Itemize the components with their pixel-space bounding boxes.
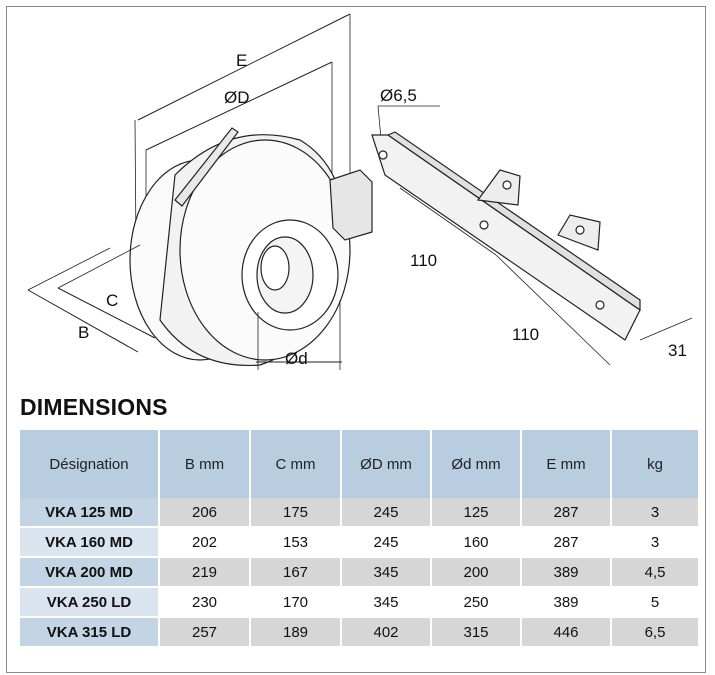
cell-b: 230 [158,587,251,618]
cell-kg: 3 [610,498,700,528]
cell-designation: VKA 250 LD [18,587,160,618]
cell-b: 219 [158,557,251,588]
cell-c: 167 [249,557,342,588]
fan-drawing [27,13,373,370]
cell-designation: VKA 160 MD [18,527,160,558]
cell-od-small: 200 [430,557,522,588]
col-header-kg: kg [610,428,700,498]
cell-e: 389 [520,557,612,588]
cell-designation: VKA 125 MD [18,498,160,528]
cell-b: 206 [158,498,251,528]
cell-designation: VKA 315 LD [18,617,160,648]
cell-c: 189 [249,617,342,648]
cell-od-small: 125 [430,498,522,528]
label-b: B [78,323,89,342]
cell-od-small: 315 [430,617,522,648]
table-row: VKA 250 LD 230 170 345 250 389 5 [18,587,700,618]
table-row: VKA 200 MD 219 167 345 200 389 4,5 [18,557,700,588]
cell-b: 257 [158,617,251,648]
col-header-od-big: ØD mm [340,428,432,498]
label-od-big: ØD [224,88,250,107]
cell-e: 446 [520,617,612,648]
col-header-designation: Désignation [18,428,160,498]
cell-od-big: 345 [340,587,432,618]
cell-e: 389 [520,587,612,618]
cell-kg: 3 [610,527,700,558]
cell-od-small: 250 [430,587,522,618]
cell-od-big: 245 [340,527,432,558]
cell-c: 175 [249,498,342,528]
label-e: E [236,51,247,70]
col-header-od-small: Ød mm [430,428,522,498]
cell-c: 153 [249,527,342,558]
label-hole: Ø6,5 [380,86,417,105]
col-header-c: C mm [249,428,342,498]
technical-drawing: E ØD C B Ød Ø6,5 110 110 31 [27,13,693,370]
cell-od-small: 160 [430,527,522,558]
col-header-e: E mm [520,428,612,498]
label-c: C [106,291,118,310]
cell-kg: 4,5 [610,557,700,588]
cell-b: 202 [158,527,251,558]
bracket-drawing [371,105,693,366]
table-row: VKA 160 MD 202 153 245 160 287 3 [18,527,700,558]
table-row: VKA 315 LD 257 189 402 315 446 6,5 [18,617,700,648]
label-width: 31 [668,341,687,360]
cell-kg: 6,5 [610,617,700,648]
dimensions-table: Désignation B mm C mm ØD mm Ød mm E mm k… [18,428,700,648]
cell-designation: VKA 200 MD [18,557,160,588]
cell-e: 287 [520,498,612,528]
label-od-small: Ød [285,349,308,368]
section-title: DIMENSIONS [20,394,168,420]
col-header-b: B mm [158,428,251,498]
cell-od-big: 345 [340,557,432,588]
cell-od-big: 402 [340,617,432,648]
label-len-b: 110 [512,325,539,344]
table-row: VKA 125 MD 206 175 245 125 287 3 [18,498,700,528]
cell-od-big: 245 [340,498,432,528]
label-len-a: 110 [410,251,437,270]
cell-e: 287 [520,527,612,558]
table-header-row: Désignation B mm C mm ØD mm Ød mm E mm k… [18,428,700,498]
cell-c: 170 [249,587,342,618]
cell-kg: 5 [610,587,700,618]
